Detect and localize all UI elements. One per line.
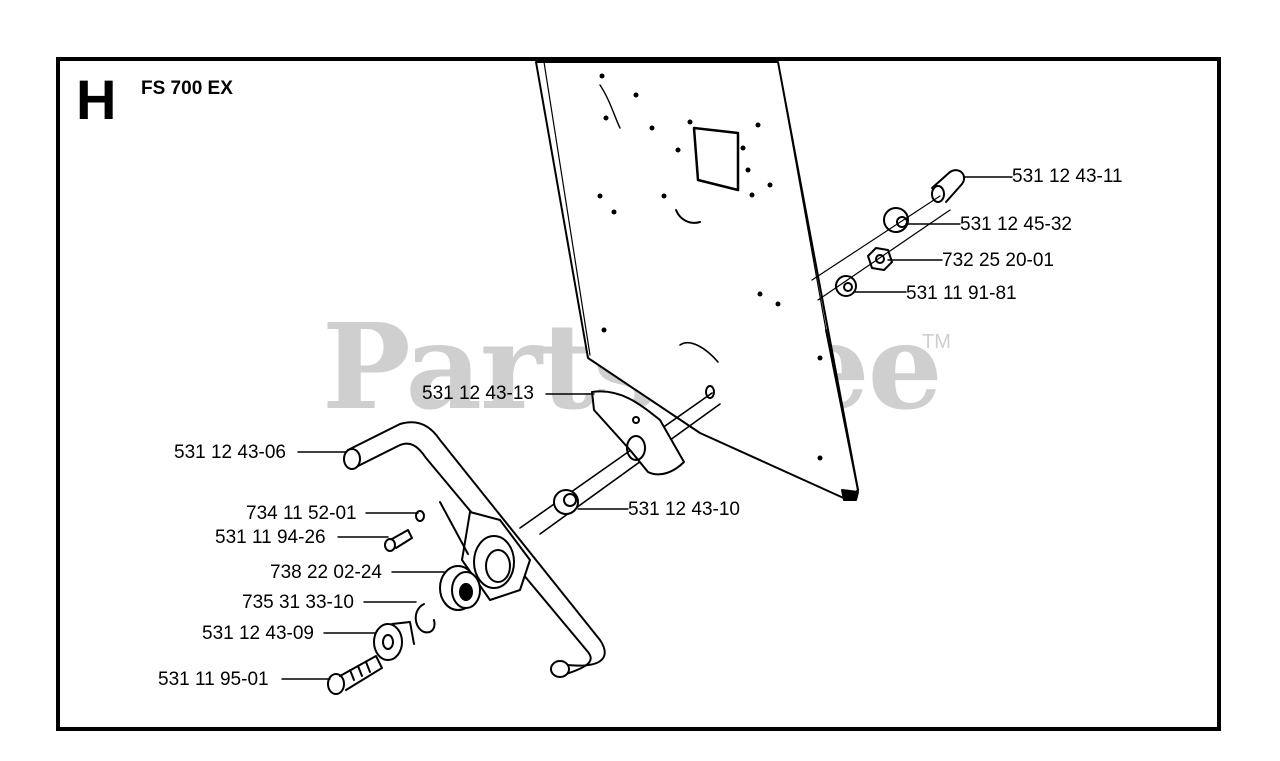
washer (373, 621, 415, 661)
diagram-frame (56, 57, 1221, 731)
handle-bar (343, 421, 606, 678)
mounting-plate (535, 61, 859, 501)
part-label-531-12-43-13[interactable]: 531 12 43-13 (422, 383, 534, 404)
screw-large (327, 655, 383, 695)
leader-lines (281, 176, 1013, 680)
lock-washer (415, 510, 425, 522)
part-label-734-11-52-01[interactable]: 734 11 52-01 (246, 503, 357, 524)
flat-washer-right (835, 275, 857, 297)
bearing (439, 565, 481, 611)
pivot-bracket (591, 390, 685, 476)
hub-housing (439, 501, 531, 601)
plate-holes (597, 73, 823, 461)
part-label-531-11-94-26[interactable]: 531 11 94-26 (215, 527, 326, 548)
part-label-531-12-43-10[interactable]: 531 12 43-10 (628, 499, 740, 520)
axle-line (519, 392, 713, 529)
watermark-trademark: TM (922, 331, 951, 353)
bushing-right (883, 207, 909, 233)
part-label-738-22-02-24[interactable]: 738 22 02-24 (270, 562, 382, 583)
axle-end (705, 385, 715, 399)
part-label-531-12-43-06[interactable]: 531 12 43-06 (174, 442, 286, 463)
pivot-pin (931, 169, 966, 203)
screw-small (384, 529, 413, 552)
section-letter: H (76, 68, 117, 131)
part-label-732-25-20-01[interactable]: 732 25 20-01 (942, 250, 1054, 271)
part-label-531-12-45-32[interactable]: 531 12 45-32 (960, 214, 1072, 235)
model-title: FS 700 EX (141, 78, 233, 99)
part-label-735-31-33-10[interactable]: 735 31 33-10 (242, 592, 354, 613)
part-label-531-12-43-09[interactable]: 531 12 43-09 (202, 623, 314, 644)
part-label-531-12-43-11[interactable]: 531 12 43-11 (1012, 166, 1123, 187)
part-label-531-11-91-81[interactable]: 531 11 91-81 (906, 283, 1017, 304)
part-label-531-11-95-01[interactable]: 531 11 95-01 (158, 669, 269, 690)
circlip (414, 603, 436, 634)
spacer-bushing (553, 489, 579, 515)
